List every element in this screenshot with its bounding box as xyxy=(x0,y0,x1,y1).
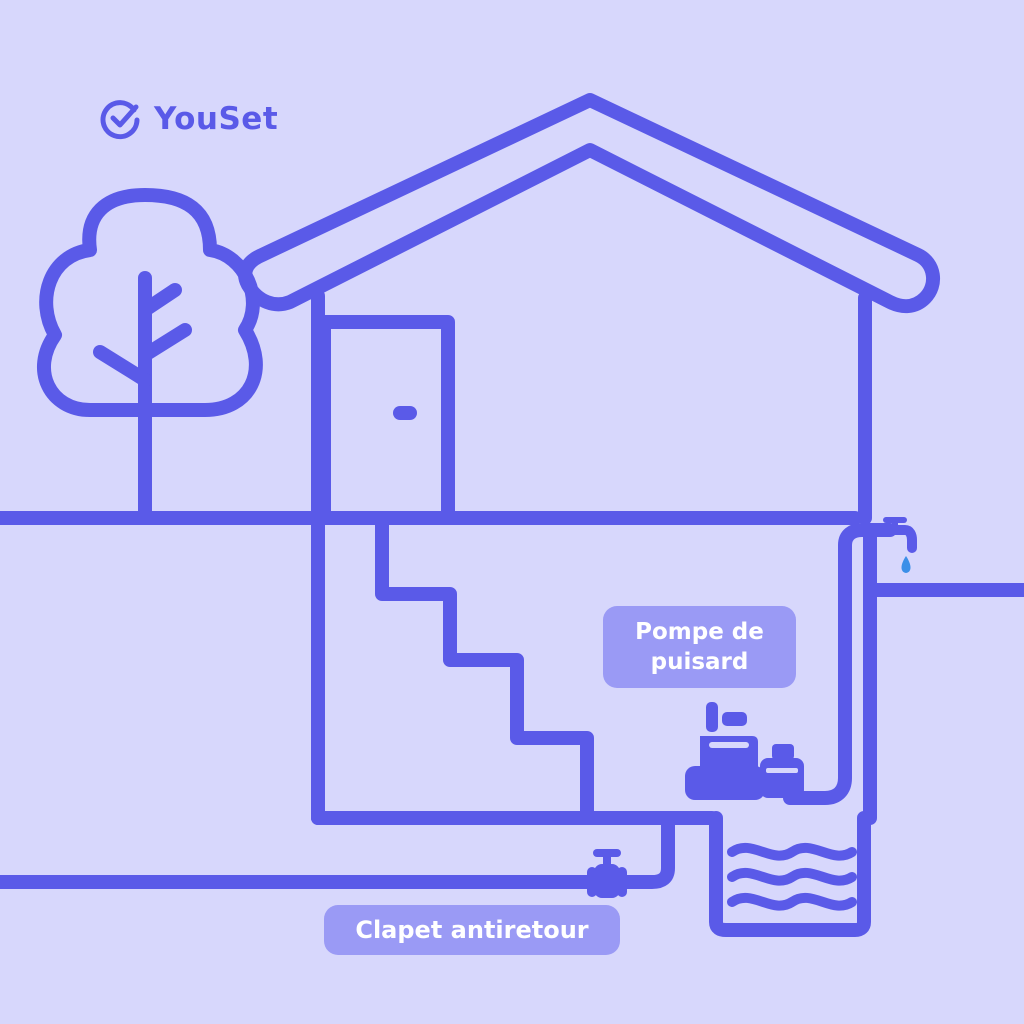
water-wave xyxy=(727,892,857,911)
brand-name: YouSet xyxy=(154,101,279,137)
tree-branch xyxy=(138,283,182,317)
sump-pit xyxy=(709,811,871,937)
brand-logo: YouSet xyxy=(100,98,278,140)
sump-pump-label-line2: puisard xyxy=(650,649,749,675)
water-wave xyxy=(727,867,857,886)
sump-pump-icon xyxy=(685,702,804,800)
tree-icon xyxy=(37,188,263,522)
water-drop-icon xyxy=(901,556,911,573)
tree-branch xyxy=(93,345,152,387)
stairs xyxy=(375,518,594,819)
tree-branch xyxy=(138,323,192,362)
door xyxy=(317,315,455,525)
check-valve-label: Clapet antiretour xyxy=(324,905,620,955)
house-roof xyxy=(238,93,940,314)
discharge-pipe xyxy=(783,523,897,805)
water-wave xyxy=(727,842,857,861)
tree-crown xyxy=(37,188,263,417)
drain-pipe xyxy=(0,818,675,889)
check-circle-icon xyxy=(100,100,140,140)
faucet-icon xyxy=(867,517,917,553)
check-valve-icon xyxy=(587,849,627,898)
sump-pump-label: Pompe de puisard xyxy=(603,606,796,688)
sump-pump-label-line1: Pompe de xyxy=(635,619,764,645)
